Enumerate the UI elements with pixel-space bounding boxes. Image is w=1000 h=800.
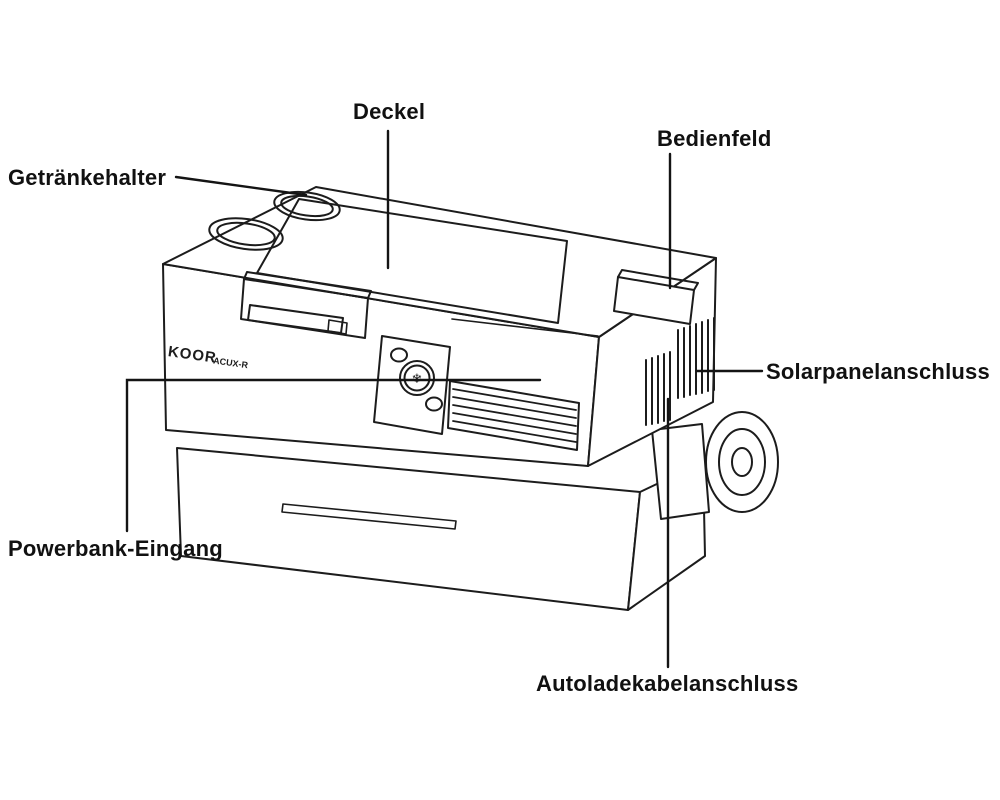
label-autoladekabelanschluss: Autoladekabelanschluss — [536, 671, 799, 696]
brand-name: KOOR — [167, 343, 218, 367]
model-name: ACUX-R — [213, 355, 250, 370]
label-deckel: Deckel — [353, 99, 426, 124]
cooler-base — [176, 447, 706, 611]
control-panel: ❄ — [373, 335, 451, 435]
label-solarpanelanschluss: Solarpanelanschluss — [766, 359, 990, 384]
solar-port-vent — [677, 317, 715, 399]
wheel-bracket — [651, 423, 710, 520]
handle — [240, 271, 372, 339]
cup-holders — [208, 190, 341, 251]
label-powerbank-eingang: Powerbank-Eingang — [8, 536, 223, 561]
wheel — [705, 411, 779, 513]
brand-logo: KOOR ACUX-R — [167, 343, 250, 370]
car-charge-vent — [645, 351, 671, 426]
leader-getraenkehalter — [174, 175, 308, 197]
leader-powerbank-eingang — [125, 378, 542, 533]
control-display-panel — [613, 269, 699, 325]
label-bedienfeld: Bedienfeld — [657, 126, 772, 151]
label-getraenkehalter: Getränkehalter — [8, 165, 167, 190]
front-vent — [447, 380, 580, 451]
